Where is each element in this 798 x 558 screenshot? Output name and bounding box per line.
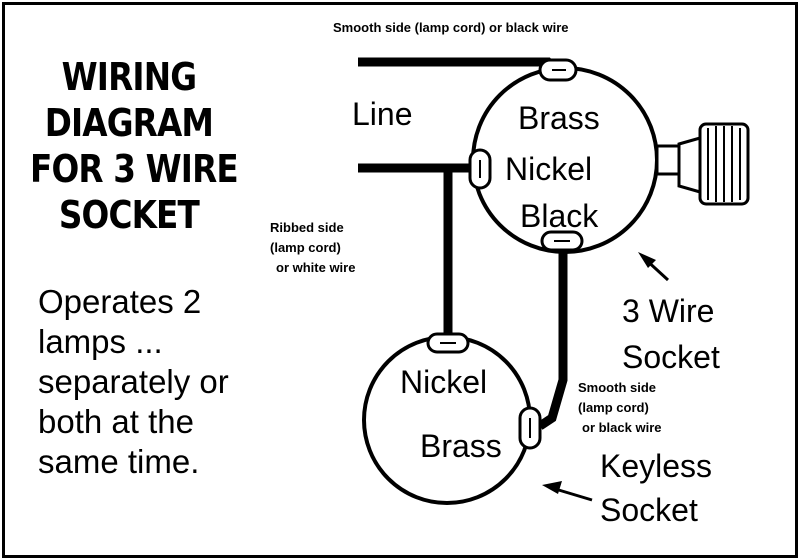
black-to-brass-wire	[537, 242, 568, 430]
socket-label-line: 3 Wire	[622, 293, 715, 329]
ribbed-note-line: or white wire	[276, 260, 356, 275]
keyless-socket-body	[362, 335, 532, 505]
title-line: WIRING	[61, 55, 197, 99]
description: Operates 2 lamps ... separately or both …	[38, 282, 298, 482]
ribbed-note-line: (lamp cord)	[270, 240, 341, 255]
keyless-socket-label: Keyless Socket	[600, 444, 712, 532]
terminal-brass-label: Brass	[518, 100, 600, 136]
socket-label-line: Keyless	[600, 448, 713, 484]
title-line: SOCKET	[58, 193, 200, 237]
socket-label-line: Socket	[600, 492, 698, 528]
description-line: lamps ...	[38, 323, 163, 360]
keyless-brass-label: Brass	[420, 428, 502, 464]
description-line: same time.	[38, 443, 200, 480]
ribbed-note-line: Ribbed side	[270, 220, 344, 235]
description-line: both at the	[38, 403, 194, 440]
description-line: separately or	[38, 363, 229, 400]
title-line: DIAGRAM	[44, 101, 214, 145]
diagram-title: WIRING DIAGRAM FOR 3 WIRE SOCKET	[30, 54, 239, 238]
smooth-note-line: or black wire	[582, 420, 662, 435]
smooth-wire-note-lower: Smooth side (lamp cord) or black wire	[578, 378, 661, 438]
terminal-black-label: Black	[520, 198, 599, 234]
terminal-screw-icon	[538, 58, 578, 82]
socket-key-icon	[655, 122, 750, 206]
keyless-nickel-label: Nickel	[400, 364, 488, 400]
nickel-jumper-wire	[443, 163, 478, 340]
smooth-note-line: (lamp cord)	[578, 400, 649, 415]
terminal-screw-icon	[540, 230, 584, 252]
line-wire-black	[358, 57, 560, 74]
title-line: FOR 3 WIRE	[30, 147, 239, 191]
line-label: Line	[352, 96, 413, 132]
description-line: Operates 2	[38, 283, 202, 320]
three-wire-socket-label: 3 Wire Socket	[622, 288, 720, 380]
top-wire-note: Smooth side (lamp cord) or black wire	[333, 20, 569, 35]
socket-label-line: Socket	[622, 339, 720, 375]
arrow-to-keyless-socket-icon	[542, 481, 593, 502]
terminal-nickel-label: Nickel	[505, 151, 593, 187]
smooth-note-line: Smooth side	[578, 380, 657, 395]
ribbed-wire-note: Ribbed side (lamp cord) or white wire	[270, 218, 355, 278]
arrow-to-three-wire-socket-icon	[638, 252, 670, 282]
terminal-screw-icon	[518, 406, 542, 450]
terminal-screw-icon	[426, 332, 470, 354]
terminal-screw-icon	[468, 148, 492, 190]
